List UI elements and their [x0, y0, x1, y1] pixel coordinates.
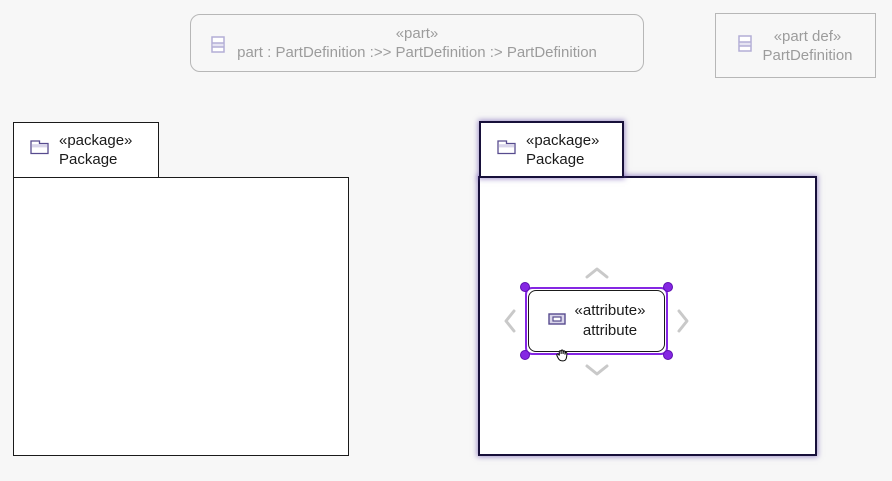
package-left-body[interactable]: [13, 177, 349, 456]
package-left-name: Package: [59, 151, 118, 168]
part-definition-stereotype: «part def»: [773, 27, 842, 45]
package-right-tab[interactable]: «package» Package: [479, 121, 624, 178]
arrow-down-icon[interactable]: [584, 363, 610, 382]
part-definition-preview-node[interactable]: «part def» PartDefinition: [715, 13, 876, 78]
attribute-node[interactable]: «attribute» attribute: [525, 287, 668, 355]
package-right-stereotype: «package»: [526, 131, 600, 149]
part-usage-label: part : PartDefinition :>> PartDefinition…: [237, 44, 597, 61]
folder-icon: [497, 139, 516, 160]
attribute-name: attribute: [582, 322, 638, 339]
part-definition-label: PartDefinition: [762, 46, 853, 64]
selection-handle-nw[interactable]: [520, 282, 530, 292]
class-compartments-icon: [211, 36, 225, 58]
selection-handle-se[interactable]: [663, 350, 673, 360]
grab-cursor-icon: [551, 345, 573, 372]
package-left-stereotype: «package»: [59, 132, 133, 149]
selection-handle-sw[interactable]: [520, 350, 530, 360]
folder-icon: [30, 140, 49, 160]
package-left-tab[interactable]: «package» Package: [13, 122, 159, 178]
part-usage-stereotype: «part»: [395, 25, 439, 42]
arrow-right-icon[interactable]: [676, 308, 690, 339]
class-compartments-icon: [738, 34, 753, 57]
selection-handle-ne[interactable]: [663, 282, 673, 292]
package-right-name: Package: [526, 150, 585, 168]
arrow-up-icon[interactable]: [584, 266, 610, 285]
attribute-slot-icon: [547, 312, 566, 330]
arrow-left-icon[interactable]: [503, 308, 517, 339]
attribute-stereotype: «attribute»: [574, 302, 646, 319]
part-usage-preview-node[interactable]: «part» part : PartDefinition :>> PartDef…: [190, 14, 644, 72]
